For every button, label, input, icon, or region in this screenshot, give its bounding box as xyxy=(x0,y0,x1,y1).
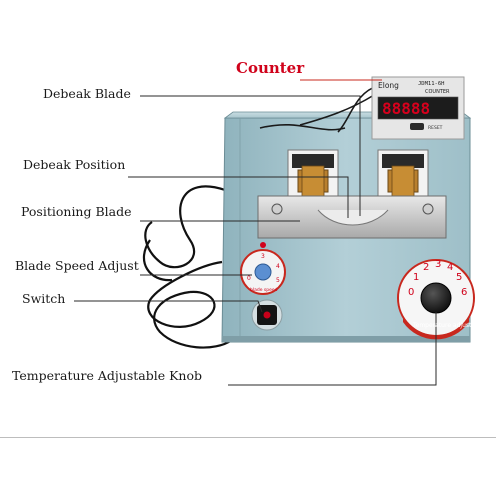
temp-number-5: 5 xyxy=(456,272,462,283)
leader-lines xyxy=(74,79,437,386)
counter-display: 88888 xyxy=(382,99,430,118)
speed-dial-caption: blade speed xyxy=(250,287,278,293)
blade-housing-left xyxy=(287,149,339,199)
counter-brand: Elong xyxy=(378,81,399,90)
speed-mark-3: 3 xyxy=(261,253,265,260)
power-cord xyxy=(143,185,233,349)
temp-dial-caption: Temperature adjust xyxy=(412,322,472,329)
speed-mark-0: 0 xyxy=(247,275,251,282)
label-temperature-knob: Temperature Adjustable Knob xyxy=(12,368,202,383)
counter-model: JDM11-6H xyxy=(418,81,445,87)
leader-temperature xyxy=(228,312,437,386)
counter-reset-label: RESET xyxy=(428,125,443,131)
temp-number-0: 0 xyxy=(408,287,414,298)
label-debeak-blade: Debeak Blade xyxy=(43,86,131,101)
blade-housing-right xyxy=(377,149,429,199)
label-debeak-position: Debeak Position xyxy=(23,157,126,172)
temp-number-3: 3 xyxy=(435,259,441,270)
leader-debeak-blade xyxy=(140,95,361,216)
temp-number-6: 6 xyxy=(461,287,467,298)
label-positioning-blade: Positioning Blade xyxy=(21,204,132,219)
temp-number-4: 4 xyxy=(447,262,453,273)
speed-mark-4: 4 xyxy=(276,263,280,270)
temp-number-2: 2 xyxy=(423,262,429,273)
power-switch xyxy=(251,299,283,331)
leader-switch xyxy=(74,300,263,313)
counter-caption: COUNTER xyxy=(425,89,450,95)
speed-mark-5: 5 xyxy=(276,277,280,284)
label-blade-speed-adjust: Blade Speed Adjust xyxy=(15,258,139,273)
label-switch: Switch xyxy=(22,291,66,306)
counter-device xyxy=(371,76,465,140)
counter-title: Counter xyxy=(236,59,305,77)
leader-debeak-position xyxy=(128,176,349,218)
positioning-plate xyxy=(257,195,447,239)
bottom-divider xyxy=(0,437,496,438)
blade-speed-dial xyxy=(240,242,286,295)
temp-number-1: 1 xyxy=(413,272,419,283)
